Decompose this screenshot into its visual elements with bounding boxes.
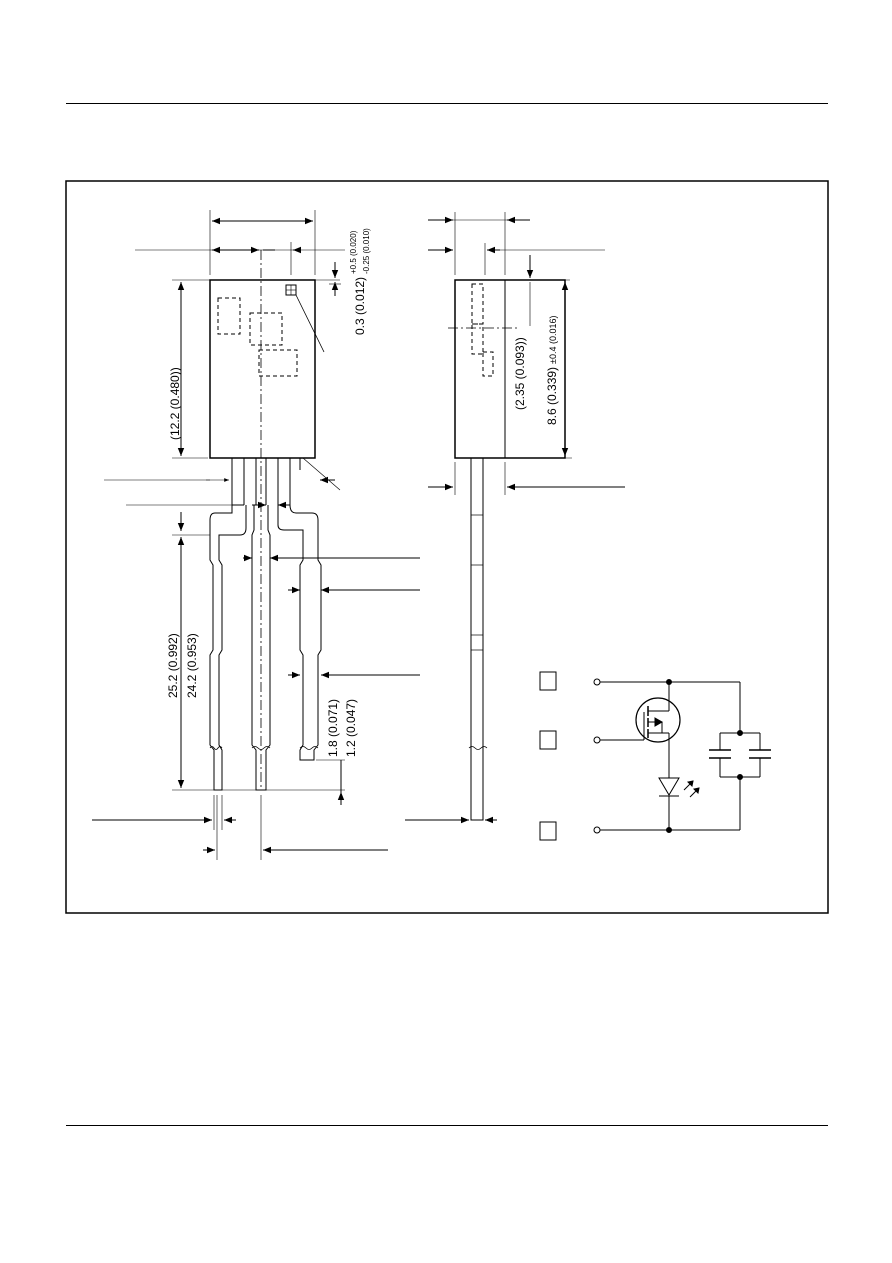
mosfet-symbol <box>635 697 681 743</box>
pin-box-3 <box>539 821 557 841</box>
side-view-labels: (2.35 (0.093)) 8.6 (0.339) ±0.4 (0.016) <box>513 316 559 425</box>
dim-side-offset: (2.35 (0.093)) <box>513 337 527 410</box>
dim-body-height: (12.2 (0.480)) <box>168 367 182 440</box>
schematic <box>539 671 771 841</box>
dim-pin-mark: 0.3 (0.012) <box>353 277 367 335</box>
dim-pin-mark-tol-minus: -0.25 (0.010) <box>362 228 371 274</box>
front-body <box>209 279 316 459</box>
front-view <box>92 210 420 860</box>
dim-lead-length-min: 24.2 (0.953) <box>185 633 199 698</box>
header-rule <box>66 103 828 104</box>
led-symbol <box>658 777 680 796</box>
footer-rule <box>66 1125 828 1126</box>
lead-left <box>209 505 247 791</box>
dim-lead-length-max: 25.2 (0.992) <box>166 633 180 698</box>
lead-right <box>277 504 322 761</box>
dim-side-height-tol: ±0.4 (0.016) <box>548 316 558 364</box>
dim-pin-mark-tol-plus: +0.5 (0.020) <box>349 230 358 274</box>
dim-side-height: 8.6 (0.339) <box>545 367 559 425</box>
front-view-labels: (12.2 (0.480)) 0.3 (0.012) +0.5 (0.020) … <box>166 228 371 757</box>
dim-lead-width: 1.2 (0.047) <box>344 699 358 757</box>
pin-box-1 <box>539 671 557 691</box>
drawing-frame <box>65 180 829 914</box>
side-lead <box>470 458 484 821</box>
side-view <box>405 212 625 824</box>
dim-lead-tab-width: 1.8 (0.071) <box>326 699 340 757</box>
pin-box-2 <box>539 730 557 750</box>
